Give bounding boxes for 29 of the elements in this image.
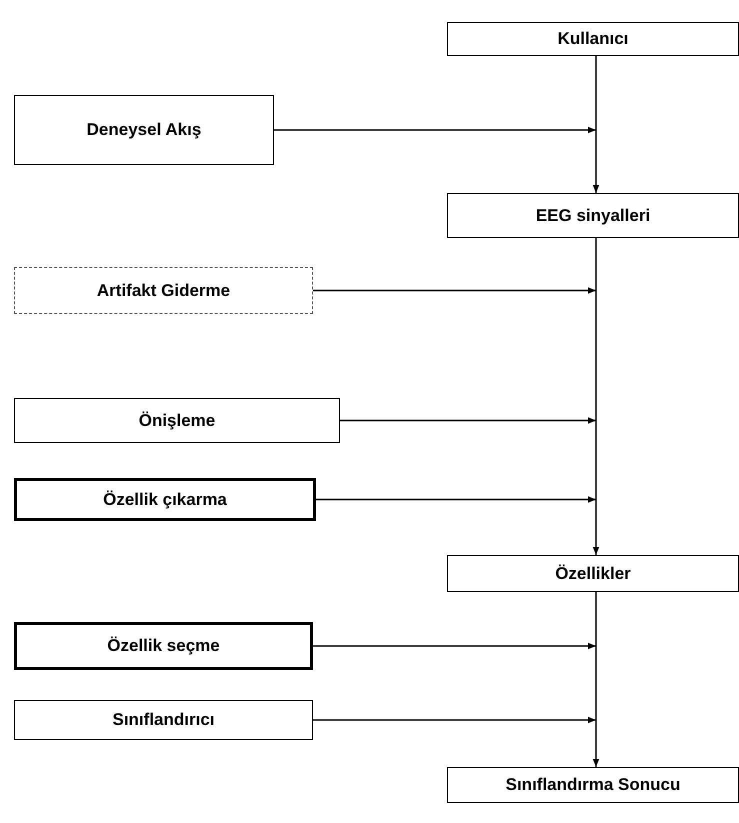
box-label: Sınıflandırma Sonucu	[506, 775, 680, 795]
box-label: Deneysel Akış	[86, 120, 202, 140]
arrow	[313, 287, 596, 294]
box-label: Önişleme	[138, 410, 216, 430]
box-label: Kullanıcı	[558, 29, 628, 49]
box-label: Özellikler	[555, 564, 631, 584]
process-box	[447, 193, 739, 238]
process-box	[14, 478, 316, 521]
box-label: Özellik çıkarma	[103, 490, 227, 510]
arrow	[274, 126, 596, 134]
arrow	[316, 496, 596, 503]
arrow	[313, 642, 596, 650]
process-box	[14, 267, 313, 314]
process-box	[14, 700, 313, 740]
process-box	[447, 767, 739, 803]
process-box	[14, 622, 313, 670]
process-box	[14, 95, 274, 165]
arrow	[592, 238, 600, 555]
arrow	[313, 716, 596, 724]
box-label: Artifakt Giderme	[96, 280, 230, 300]
box-label: EEG sinyalleri	[536, 206, 650, 226]
process-box	[14, 398, 340, 443]
arrow	[592, 56, 600, 193]
box-label: Özellik seçme	[107, 636, 220, 656]
process-box	[447, 555, 739, 592]
box-label: Sınıflandırıcı	[112, 710, 215, 730]
arrow	[592, 592, 600, 767]
arrow	[340, 417, 596, 424]
process-box	[447, 22, 739, 56]
